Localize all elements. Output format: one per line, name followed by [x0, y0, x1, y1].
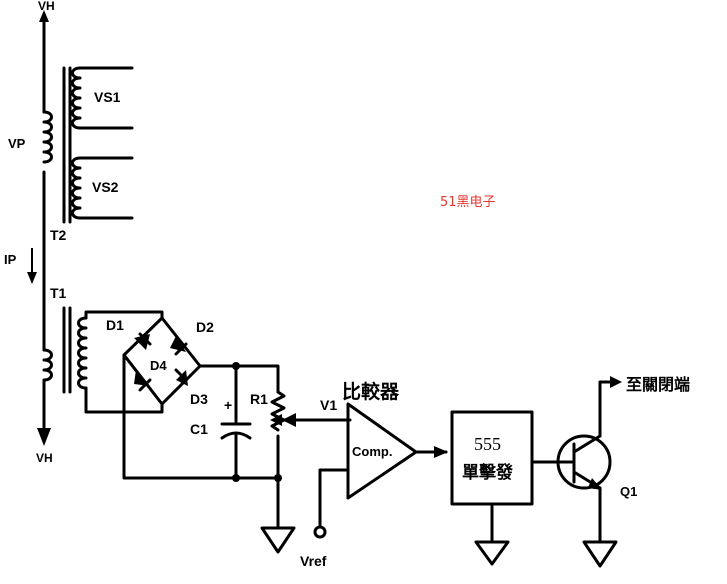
vref-input: [313, 468, 350, 539]
capacitor-c1: [220, 364, 252, 480]
comparator-label: Comp.: [352, 444, 392, 459]
transformer-t2-core: [62, 66, 72, 224]
label-t2: T2: [50, 227, 67, 243]
output-label: 至關閉端: [626, 375, 690, 394]
label-ip: IP: [4, 252, 17, 267]
ip-current-arrow: [27, 248, 37, 284]
label-plus: +: [224, 397, 232, 413]
comparator: [346, 402, 448, 500]
comparator-title: 比較器: [342, 380, 400, 403]
vh-top-arrow: [39, 10, 49, 22]
potentiometer-r1: [270, 390, 286, 528]
timer-555-line2: 單擊發: [462, 462, 513, 483]
label-c1: C1: [190, 421, 208, 437]
v1-signal-wire: [280, 413, 352, 427]
main-rail: [42, 12, 53, 442]
ground-symbol-r1: [260, 526, 296, 554]
label-v1: V1: [320, 397, 337, 413]
label-vref: Vref: [300, 553, 327, 569]
label-vh-bottom: VH: [36, 451, 53, 465]
timer-555-box: [450, 410, 534, 566]
label-vp: VP: [8, 136, 26, 151]
label-vs1: VS1: [94, 89, 121, 105]
positive-bus: [198, 362, 280, 394]
secondary-winding-vs1: [71, 66, 134, 130]
label-q1: Q1: [620, 484, 637, 499]
label-r1: R1: [250, 391, 268, 407]
label-vh-top: VH: [38, 0, 55, 13]
watermark: 51黑电子: [440, 195, 496, 210]
label-d4: D4: [150, 358, 167, 373]
vh-bottom-arrow: [37, 428, 51, 446]
label-t1: T1: [50, 285, 67, 301]
bridge-rectifier: [122, 316, 202, 406]
label-d2: D2: [196, 319, 214, 335]
label-d1: D1: [106, 317, 124, 333]
transformer-t1-core: [62, 306, 72, 394]
secondary-winding-vs2: [71, 156, 134, 220]
ground-bus: [122, 353, 282, 482]
transistor-q1: [556, 376, 622, 568]
timer-555-line1: 555: [474, 434, 501, 454]
label-d3: D3: [190, 391, 208, 407]
label-vs2: VS2: [92, 179, 119, 195]
